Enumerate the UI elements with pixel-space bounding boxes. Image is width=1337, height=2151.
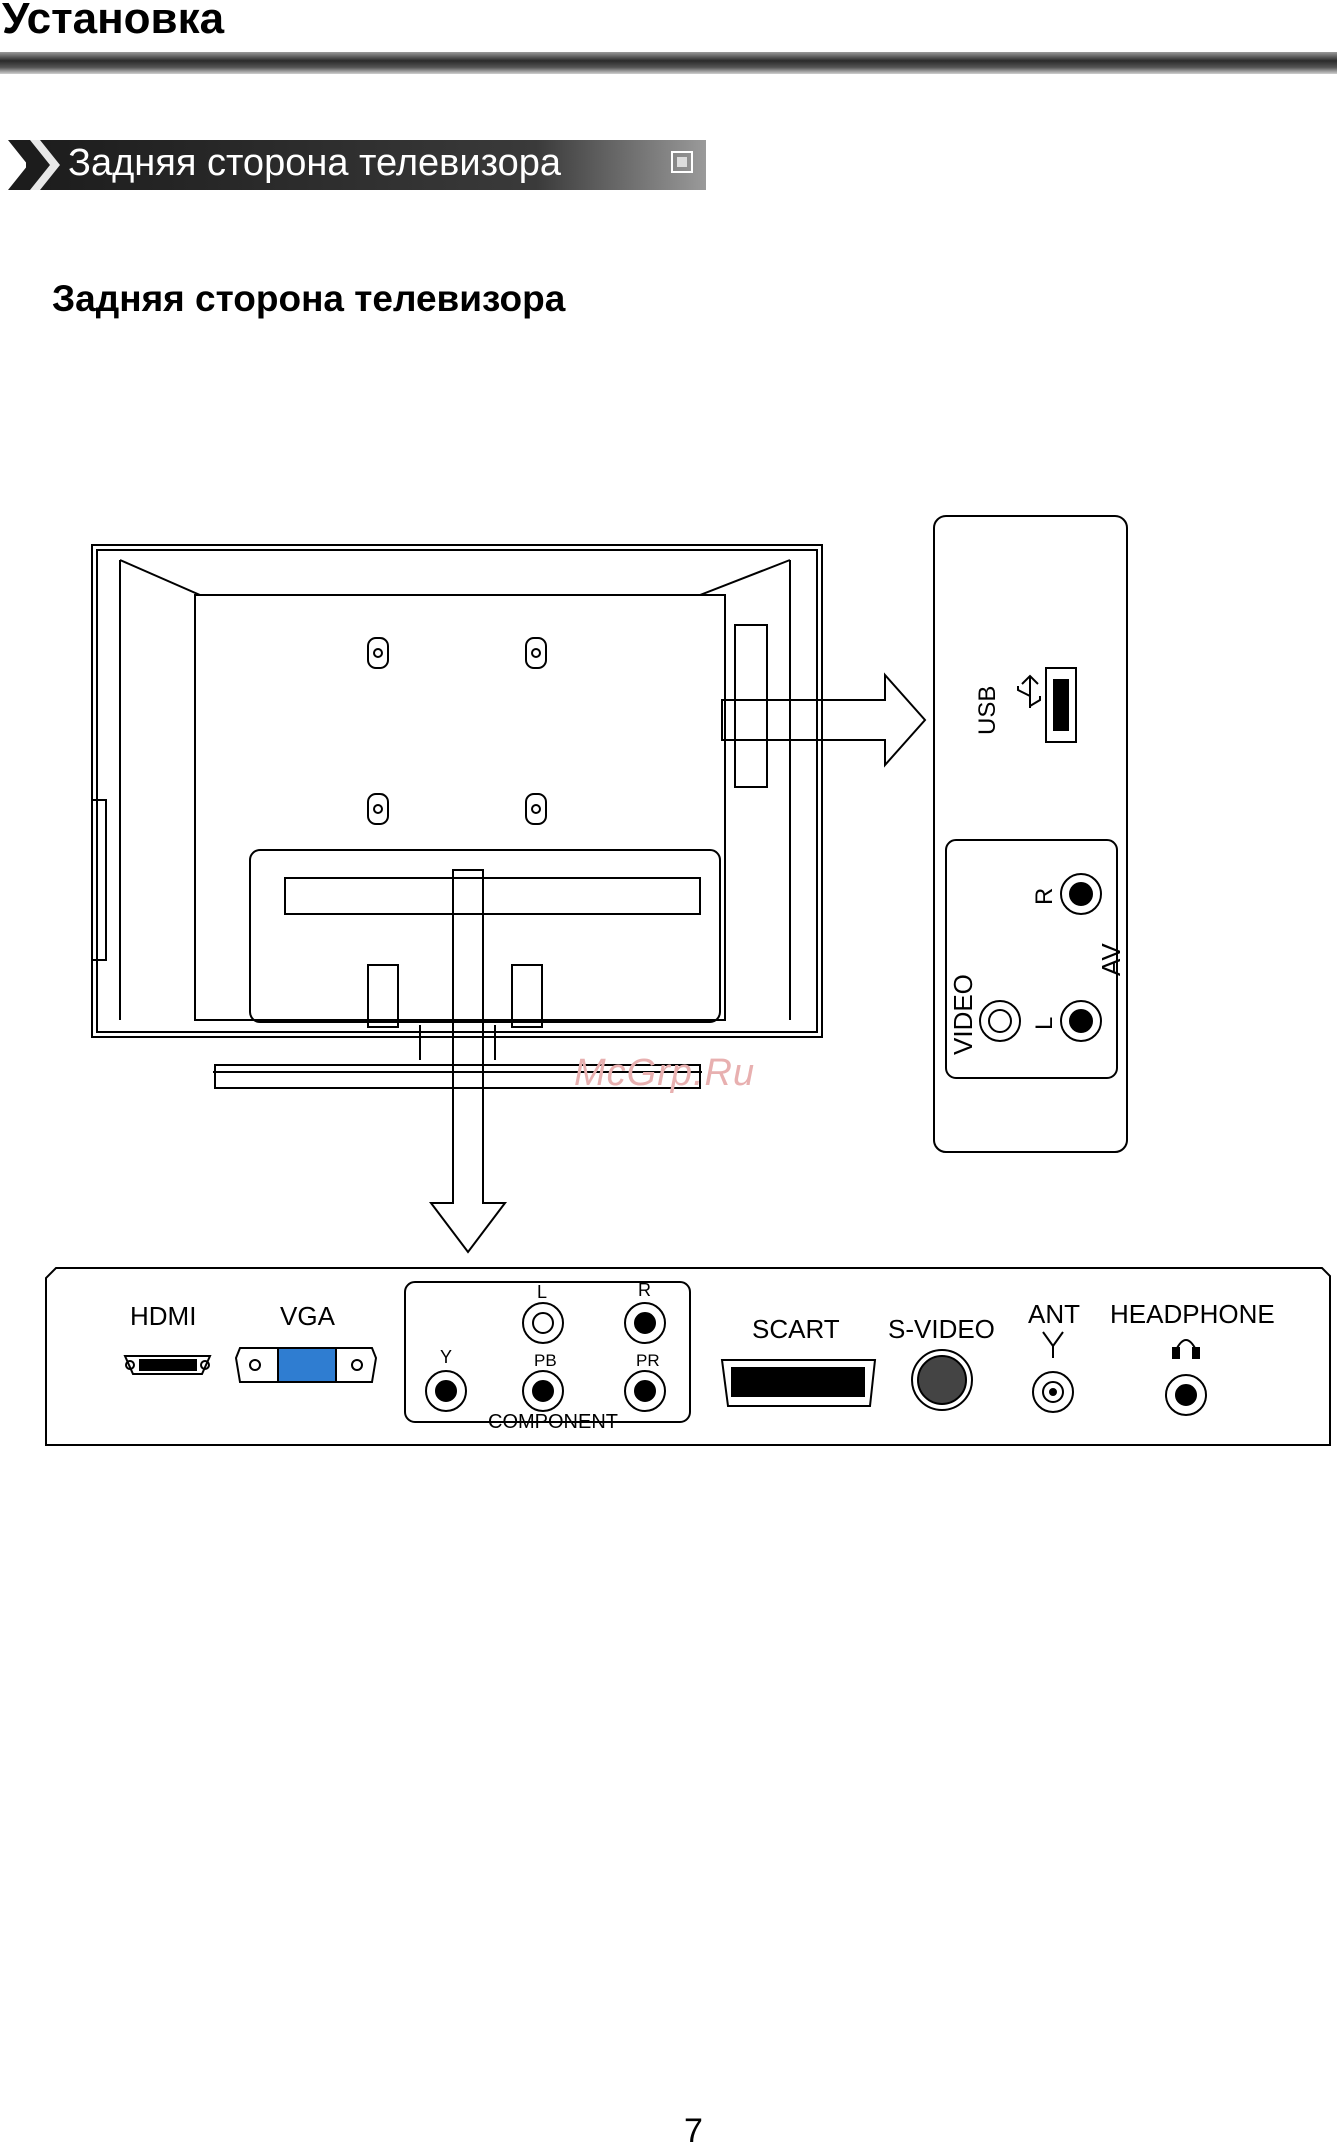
section-banner-title: Задняя сторона телевизора	[68, 142, 561, 185]
page-header-title: Установка	[2, 0, 224, 44]
r-label: R	[1031, 888, 1058, 905]
ant-label: ANT	[1028, 1299, 1080, 1329]
component-label: COMPONENT	[488, 1411, 618, 1433]
l-label: L	[1031, 1017, 1058, 1030]
arrows	[431, 675, 925, 1252]
component-r-label: R	[638, 1280, 651, 1300]
component-pb-label: PB	[534, 1351, 557, 1370]
vga-label: VGA	[280, 1301, 336, 1331]
section-banner: Задняя сторона телевизора	[8, 138, 708, 192]
page-subtitle: Задняя сторона телевизора	[52, 278, 565, 320]
component-y-label: Y	[440, 1347, 452, 1367]
hdmi-label: HDMI	[130, 1301, 196, 1331]
scart-label: SCART	[752, 1314, 840, 1344]
tv-rear-diagram: USB R AV L VIDEO HDMI VGA L R Y PB PR CO…	[0, 500, 1337, 1480]
usb-label: USB	[974, 686, 1001, 735]
tv-back-illustration	[92, 545, 822, 1088]
headphone-label: HEADPHONE	[1110, 1299, 1275, 1329]
page-number: 7	[684, 2112, 703, 2151]
svideo-label: S-VIDEO	[888, 1314, 995, 1344]
component-l-label: L	[537, 1282, 547, 1302]
bottom-panel-illustration	[46, 1268, 1330, 1445]
header-rule	[0, 52, 1337, 74]
side-panel-illustration	[934, 516, 1127, 1152]
av-label: AV	[1096, 943, 1126, 976]
watermark: McGrp.Ru	[574, 1052, 755, 1095]
component-pr-label: PR	[636, 1351, 660, 1370]
video-label: VIDEO	[948, 974, 978, 1055]
